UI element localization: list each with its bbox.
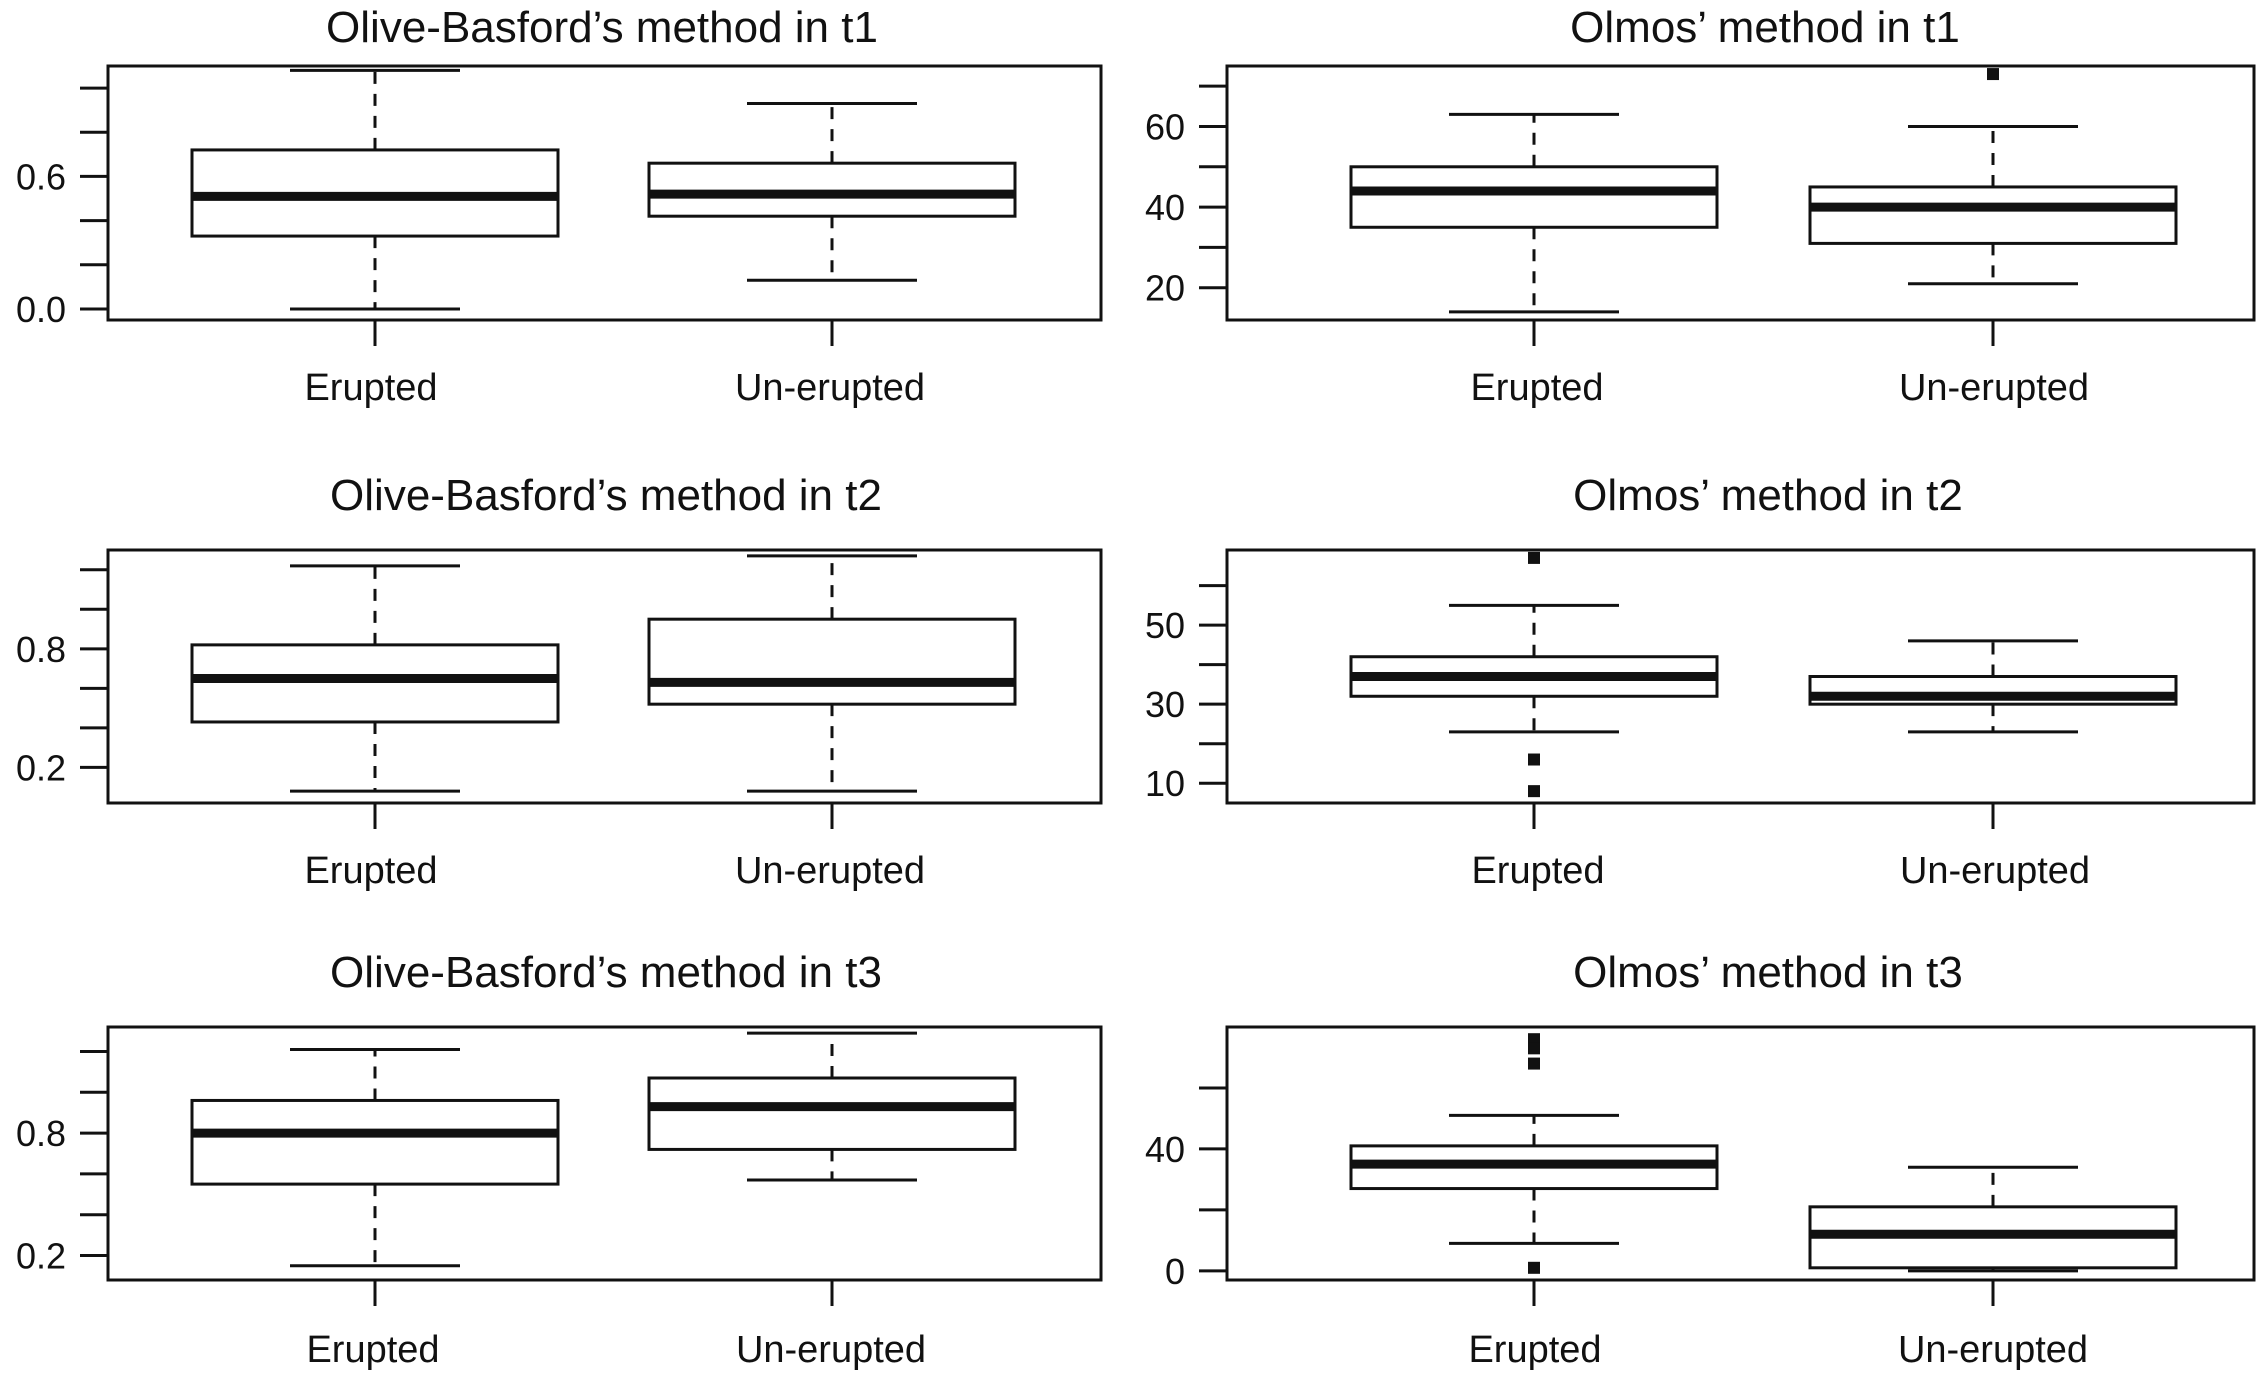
iqr-box [190, 643, 560, 724]
x-tick-label-erupted: Erupted [304, 850, 437, 892]
panel-olive-basford-t1: Olive-Basford’s method in t1 0.0 0.6 Erup… [16, 3, 1103, 409]
y-tick-label: 0.8 [16, 629, 66, 670]
plot-frame [1225, 1025, 2256, 1282]
plot-frame [106, 64, 1103, 322]
x-tick-label-un-erupted: Un-erupted [1898, 1329, 2088, 1371]
y-tick-label: 10 [1145, 763, 1185, 804]
outlier-point [1528, 1261, 1540, 1274]
y-tick-label: 0 [1165, 1251, 1185, 1292]
x-tick-label-un-erupted: Un-erupted [735, 367, 925, 409]
x-tick-label-erupted: Erupted [1470, 367, 1603, 409]
box-un-erupted [1808, 1165, 2178, 1273]
plot-area: 0.0 0.6 [16, 64, 1103, 346]
panel-olmos-t2: Olmos’ method in t2 10 30 50 Erupted Un-er… [1145, 471, 2256, 892]
panel-olmos-t1: Olmos’ method in t1 20 40 60 Erupted Un-er… [1145, 3, 2256, 409]
x-tick-label-erupted: Erupted [1468, 1329, 1601, 1371]
outlier-point [1528, 1042, 1540, 1055]
plot-frame [106, 548, 1103, 805]
outlier-point [1528, 753, 1540, 766]
x-tick-label-un-erupted: Un-erupted [1900, 850, 2090, 892]
iqr-box [1808, 185, 2178, 245]
y-tick-label: 30 [1145, 684, 1185, 725]
iqr-box [647, 617, 1017, 706]
panel-title: Olmos’ method in t3 [1573, 948, 1963, 997]
iqr-box [647, 1076, 1017, 1151]
box-un-erupted [647, 554, 1017, 793]
y-tick-label: 0.6 [16, 156, 66, 197]
x-tick-label-un-erupted: Un-erupted [735, 850, 925, 892]
y-tick-label: 60 [1145, 106, 1185, 147]
plot-frame [1225, 64, 2256, 322]
box-erupted [190, 1047, 560, 1268]
y-tick-label: 50 [1145, 605, 1185, 646]
panel-olmos-t3: Olmos’ method in t3 0 40 Erupted Un-erupt… [1145, 948, 2256, 1371]
plot-frame [1225, 548, 2256, 805]
iqr-box [1349, 165, 1719, 229]
plot-frame [106, 1025, 1103, 1282]
outlier-point [1987, 68, 1999, 81]
x-tick-label-erupted: Erupted [304, 367, 437, 409]
plot-area: 0.2 0.8 [16, 548, 1103, 829]
y-tick-label: 0.2 [16, 1236, 66, 1277]
panel-title: Olive-Basford’s method in t2 [330, 471, 882, 520]
plot-area: 0.2 0.8 [16, 1025, 1103, 1306]
box-erupted [1349, 551, 1719, 798]
box-erupted [1349, 112, 1719, 314]
iqr-box [190, 1098, 560, 1186]
y-tick-label: 40 [1145, 1129, 1185, 1170]
box-un-erupted [647, 102, 1017, 282]
y-tick-label: 20 [1145, 268, 1185, 309]
y-tick-label: 0.0 [16, 289, 66, 330]
outlier-point [1528, 551, 1540, 564]
box-un-erupted [1808, 639, 2178, 734]
panel-title: Olive-Basford’s method in t1 [326, 3, 878, 52]
box-erupted [190, 68, 560, 311]
outlier-point [1528, 1057, 1540, 1070]
plot-area: 20 40 60 [1145, 64, 2256, 346]
x-tick-label-un-erupted: Un-erupted [736, 1329, 926, 1371]
panel-title: Olmos’ method in t2 [1573, 471, 1963, 520]
box-erupted [190, 564, 560, 793]
x-tick-label-erupted: Erupted [1471, 850, 1604, 892]
y-tick-label: 0.2 [16, 747, 66, 788]
x-tick-label-erupted: Erupted [306, 1329, 439, 1371]
x-tick-label-un-erupted: Un-erupted [1899, 367, 2089, 409]
outlier-point [1528, 1033, 1540, 1046]
outlier-point [1528, 785, 1540, 798]
y-tick-label: 40 [1145, 187, 1185, 228]
panel-olive-basford-t2: Olive-Basford’s method in t2 0.2 0.8 Erup… [16, 471, 1103, 892]
plot-area: 0 40 [1145, 1025, 2256, 1306]
panel-olive-basford-t3: Olive-Basford’s method in t3 0.2 0.8 Erup… [16, 948, 1103, 1371]
panel-title: Olmos’ method in t1 [1570, 3, 1960, 52]
box-un-erupted [647, 1031, 1017, 1182]
panel-title: Olive-Basford’s method in t3 [330, 948, 882, 997]
box-un-erupted [1808, 68, 2178, 286]
box-erupted [1349, 1033, 1719, 1274]
y-tick-label: 0.8 [16, 1113, 66, 1154]
plot-area: 10 30 50 [1145, 548, 2256, 829]
